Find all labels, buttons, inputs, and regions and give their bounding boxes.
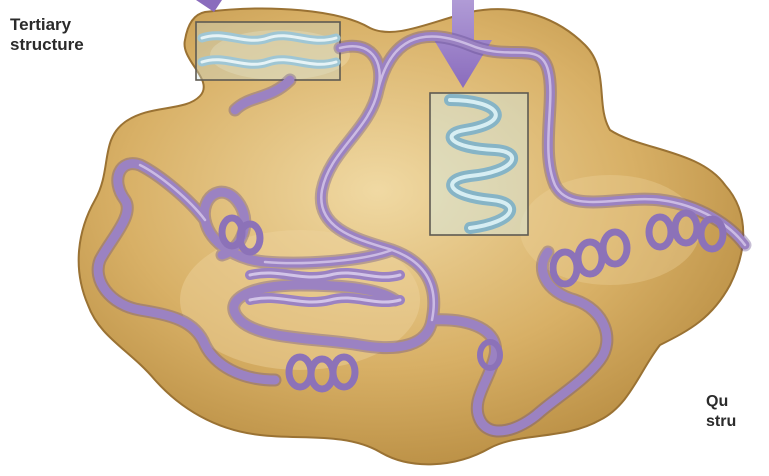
- label-line: Qu: [706, 392, 736, 412]
- label-line: stru: [706, 412, 736, 432]
- tertiary-structure-label: Tertiary structure: [10, 15, 84, 55]
- label-line: structure: [10, 35, 84, 55]
- quaternary-structure-label-cropped: Qu stru: [706, 392, 736, 432]
- beta-sheet-highlight-box: [196, 22, 340, 80]
- label-line: Tertiary: [10, 15, 84, 35]
